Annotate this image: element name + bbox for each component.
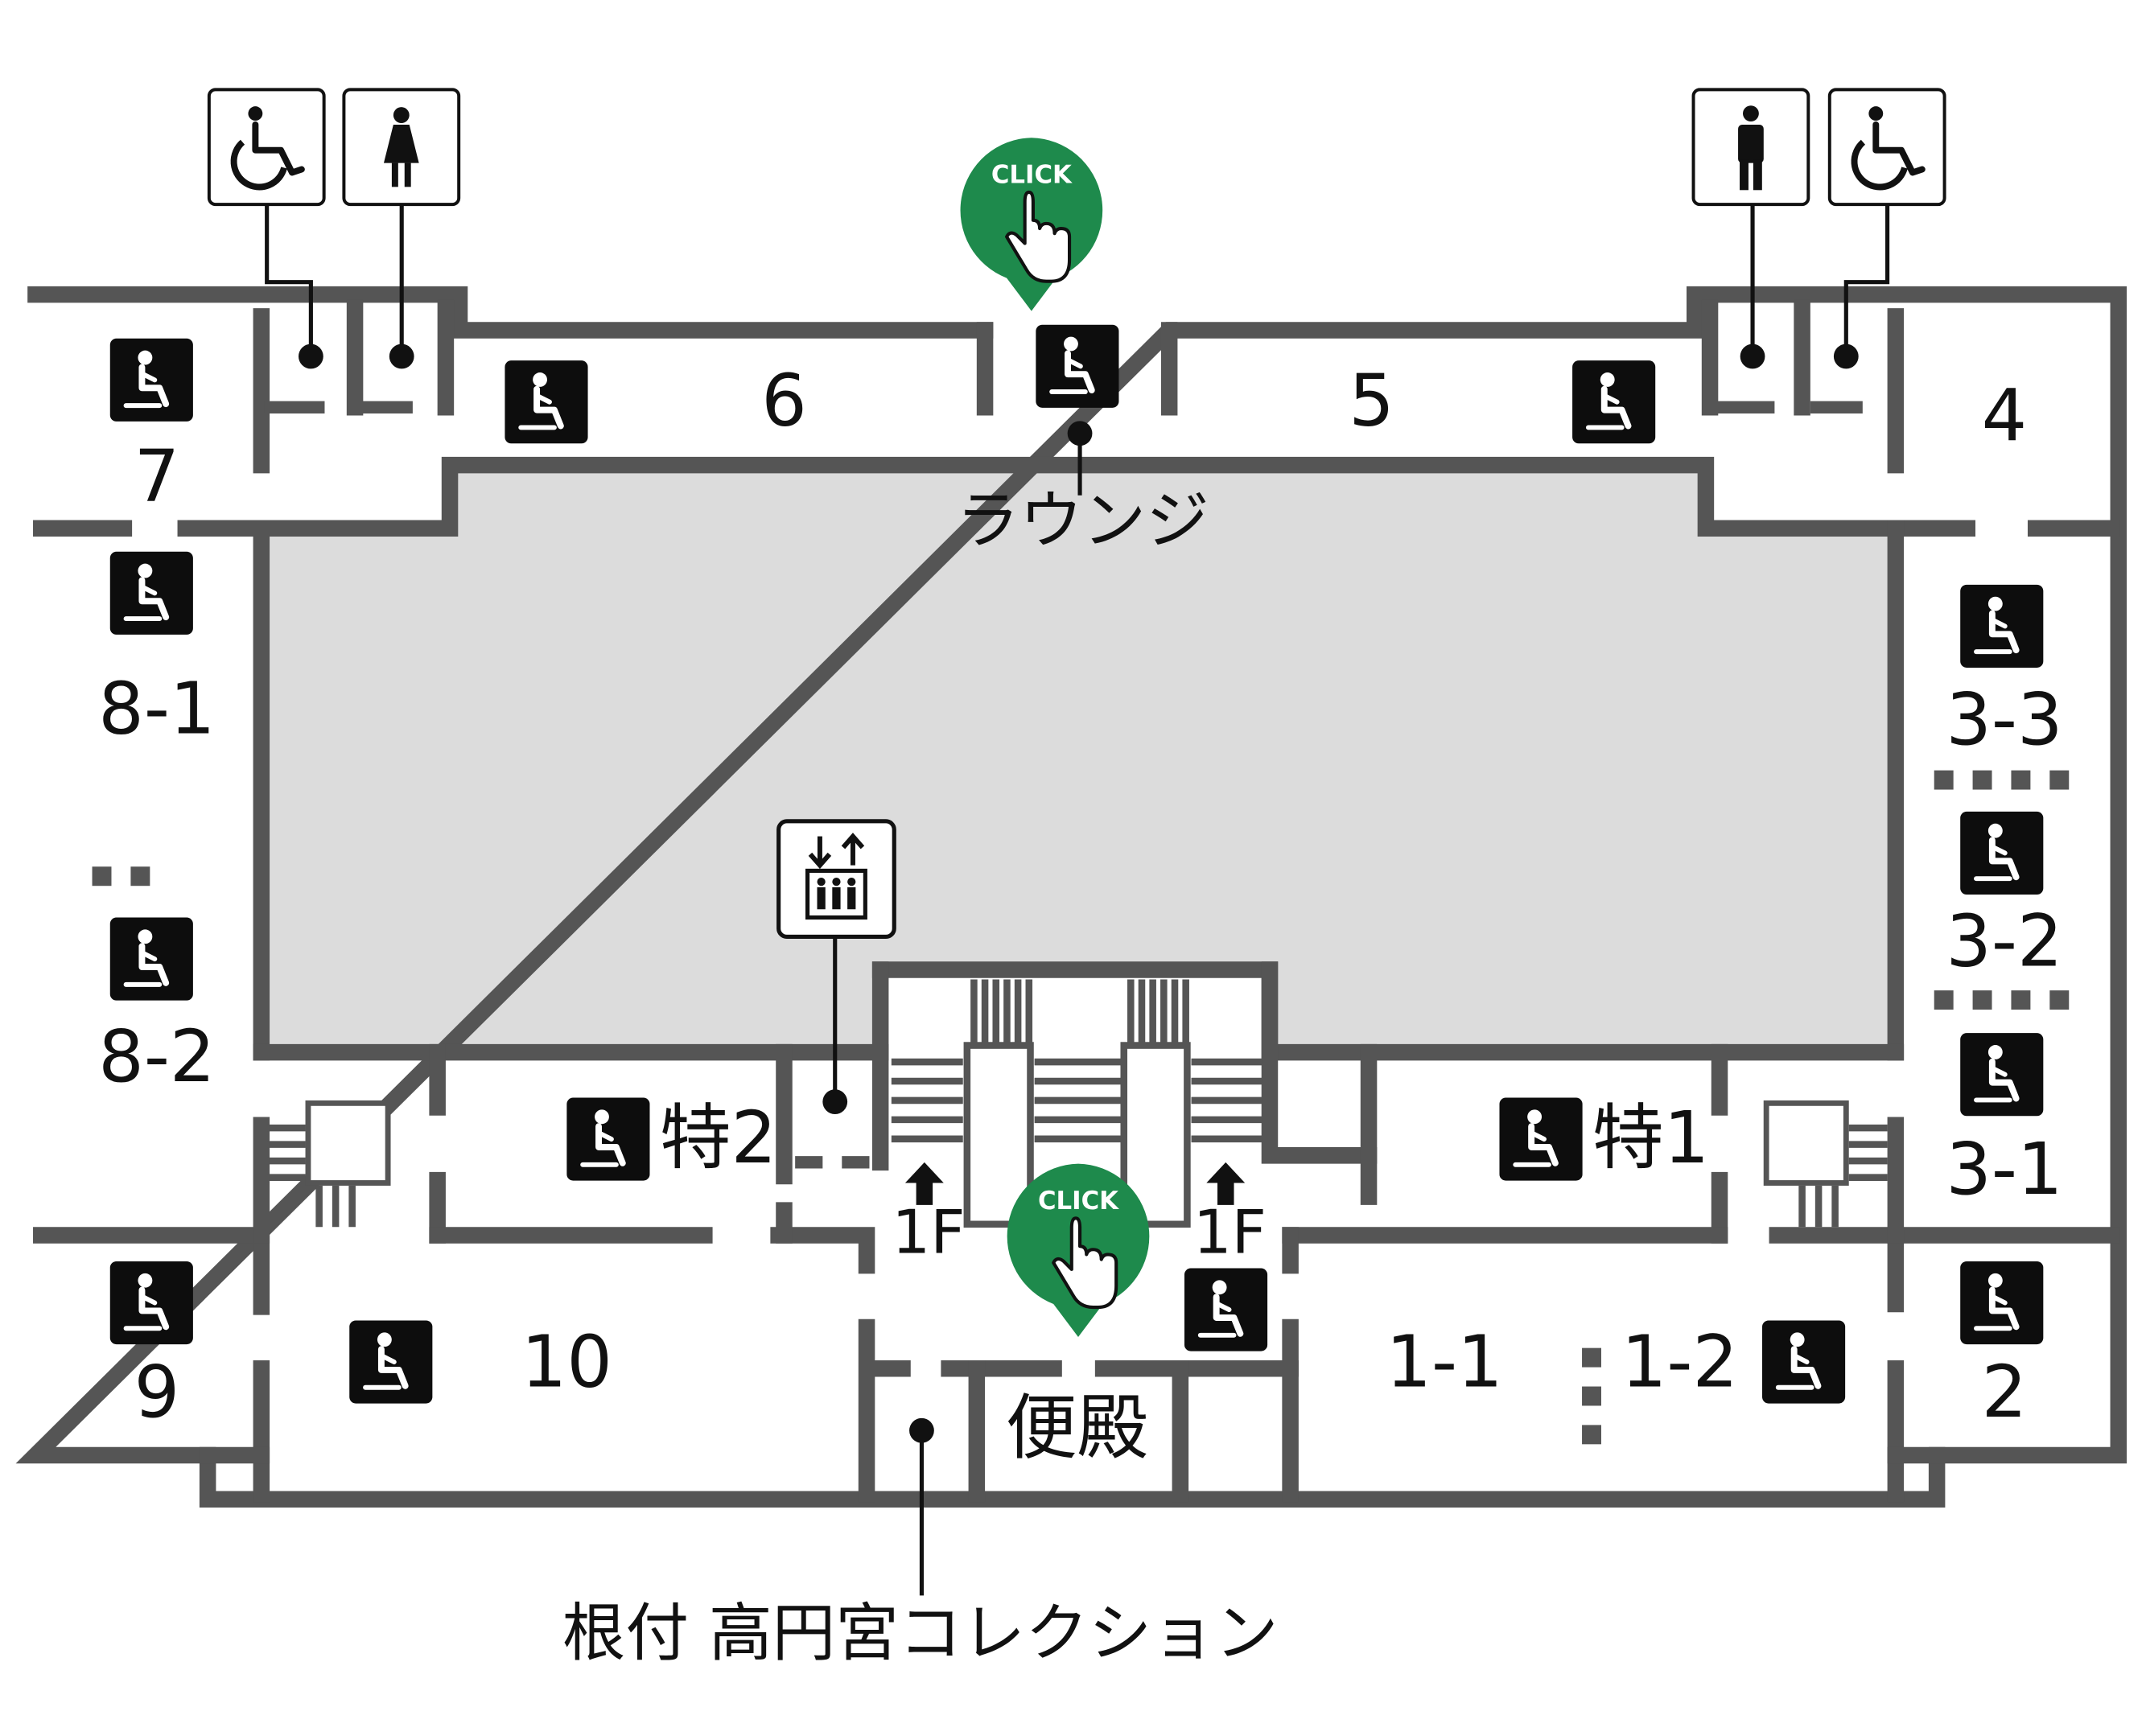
seat-icon bbox=[110, 552, 193, 635]
seat-icon bbox=[1960, 812, 2043, 895]
floor-label-right: 1F bbox=[1193, 1197, 1267, 1268]
room-3-2[interactable]: 3-2 bbox=[1946, 899, 2062, 982]
leader-lines bbox=[265, 204, 1890, 1596]
wheelchair-icon bbox=[1830, 89, 1945, 204]
seat-icon bbox=[1960, 585, 2043, 668]
restroom-men[interactable] bbox=[1691, 88, 1810, 207]
room-5[interactable]: 5 bbox=[1349, 359, 1394, 442]
seat-icon bbox=[1960, 1033, 2043, 1116]
seat-icon bbox=[505, 360, 587, 443]
seat-icon bbox=[110, 339, 193, 422]
room-labels: 7 6 5 4 8-1 8-2 3-3 3-2 3-1 特2 特1 9 10 1… bbox=[98, 359, 2062, 1670]
seat-icon bbox=[349, 1320, 432, 1403]
netsuke-collection-label[interactable]: 根付 高円宮コレクション bbox=[562, 1596, 1279, 1670]
restroom-accessible-right[interactable] bbox=[1830, 89, 1945, 204]
room-9[interactable]: 9 bbox=[134, 1350, 180, 1434]
seat-icon bbox=[1960, 1261, 2043, 1344]
right-stairs bbox=[1763, 1100, 1888, 1228]
up-arrow-icon bbox=[904, 1162, 1246, 1205]
room-toku-1[interactable]: 特1 bbox=[1592, 1096, 1709, 1179]
click-label-top: CLICK bbox=[991, 161, 1073, 190]
room-1-1[interactable]: 1-1 bbox=[1386, 1320, 1503, 1404]
wheelchair-icon bbox=[209, 89, 324, 204]
elevator[interactable] bbox=[776, 819, 896, 940]
seat-icon bbox=[1762, 1320, 1845, 1403]
mens-restroom-icon bbox=[1691, 88, 1810, 207]
room-3-1[interactable]: 3-1 bbox=[1946, 1127, 2062, 1211]
elevator-icon bbox=[805, 833, 867, 920]
seat-icon bbox=[1184, 1268, 1267, 1351]
partition-markers bbox=[92, 770, 2070, 1445]
restroom-accessible-left[interactable] bbox=[209, 89, 324, 204]
room-1-2[interactable]: 1-2 bbox=[1621, 1320, 1738, 1404]
restroom-women[interactable] bbox=[342, 88, 461, 207]
room-2[interactable]: 2 bbox=[1982, 1350, 2028, 1434]
seat-icon bbox=[110, 918, 193, 1001]
room-3-3[interactable]: 3-3 bbox=[1946, 677, 2062, 761]
room-8-2[interactable]: 8-2 bbox=[98, 1014, 215, 1098]
floor-label-left: 1F bbox=[892, 1197, 965, 1268]
womens-restroom-icon bbox=[342, 88, 461, 207]
seat-icon bbox=[566, 1098, 649, 1181]
room-10[interactable]: 10 bbox=[521, 1320, 612, 1404]
central-hall bbox=[261, 465, 1896, 1053]
lounge-label[interactable]: ラウンジ bbox=[956, 483, 1209, 557]
room-7[interactable]: 7 bbox=[134, 434, 180, 518]
seat-icon bbox=[1036, 325, 1118, 408]
room-8-1[interactable]: 8-1 bbox=[98, 666, 215, 750]
central-stairs bbox=[534, 979, 1263, 1228]
click-label-bottom: CLICK bbox=[1038, 1187, 1119, 1216]
click-button-bottom[interactable]: CLICK bbox=[1007, 1164, 1150, 1337]
room-toku-2[interactable]: 特2 bbox=[660, 1096, 776, 1179]
seat-icon bbox=[1499, 1098, 1582, 1181]
seat-icon bbox=[110, 1261, 193, 1344]
room-binden[interactable]: 便殿 bbox=[1006, 1386, 1149, 1470]
inner-walls bbox=[33, 299, 2120, 1503]
room-6[interactable]: 6 bbox=[761, 359, 807, 442]
click-button-top[interactable]: CLICK bbox=[961, 138, 1103, 311]
room-4[interactable]: 4 bbox=[1982, 373, 2028, 457]
seat-icon bbox=[1572, 360, 1655, 443]
left-stairs bbox=[266, 1100, 391, 1228]
